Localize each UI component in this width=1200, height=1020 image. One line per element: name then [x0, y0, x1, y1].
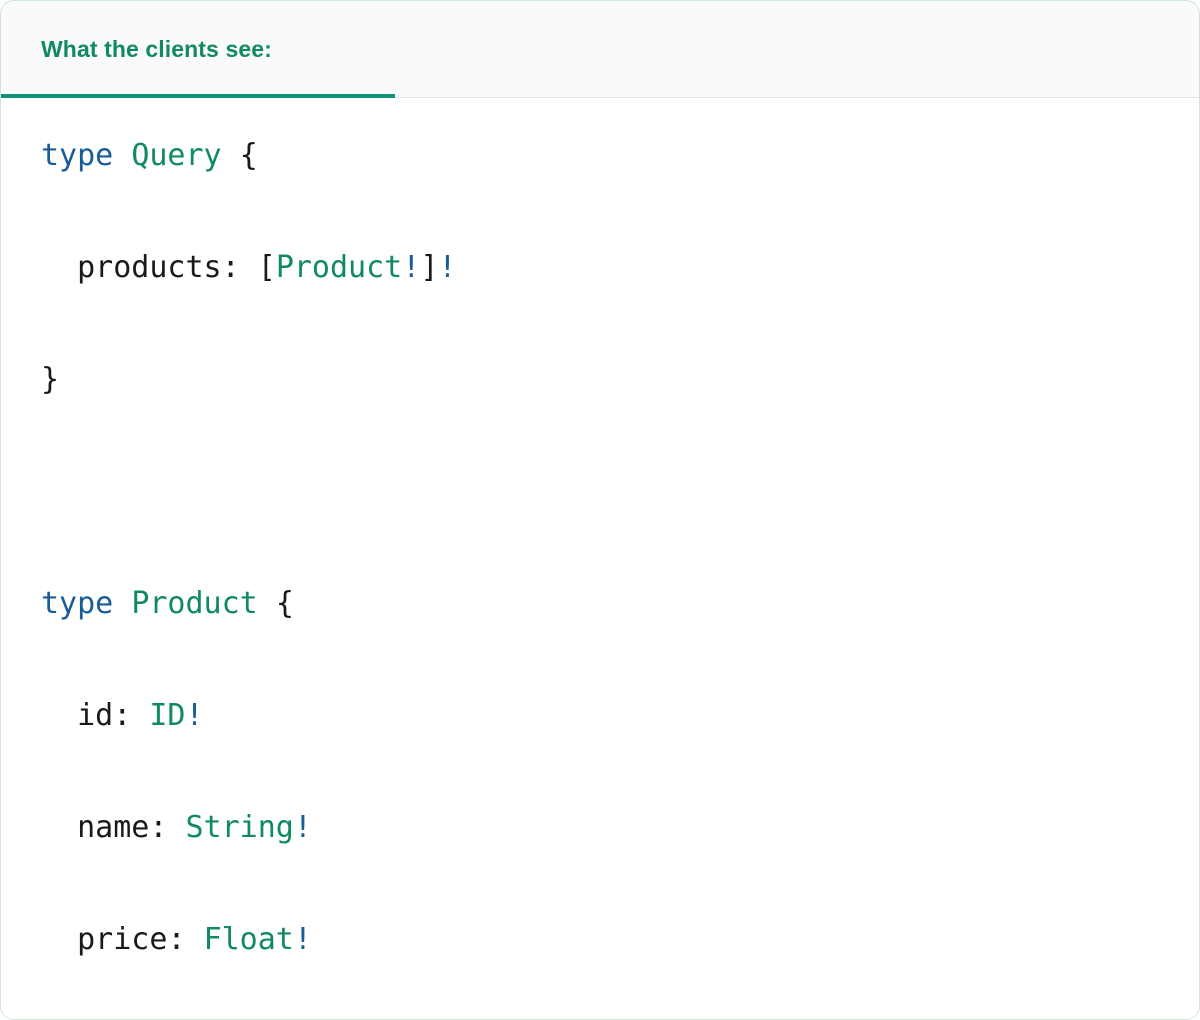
active-tab-indicator [1, 94, 395, 98]
code-line: id: ID! [41, 688, 1159, 744]
code-token-kw: type [41, 586, 114, 621]
code-line: type Query { [41, 128, 1159, 184]
code-token-type: Product [131, 586, 258, 621]
code-token-punc: [ [257, 250, 276, 285]
code-token-kw: type [41, 138, 114, 173]
code-token-plain [41, 810, 77, 845]
graphql-schema-code[interactable]: type Query { products: [Product!]! } typ… [41, 128, 1159, 1019]
code-token-punc: { [275, 586, 294, 621]
code-token-bang: ! [185, 698, 204, 733]
code-token-type: Float [203, 922, 294, 957]
code-token-type: ID [149, 698, 186, 733]
code-token-type: String [185, 810, 294, 845]
code-line: price: Float! [41, 912, 1159, 968]
code-token-punc: : [167, 922, 204, 957]
code-lines: type Query { products: [Product!]! } typ… [41, 128, 1159, 1019]
code-token-plain [258, 586, 276, 621]
code-token-field: name [77, 810, 150, 845]
code-token-punc: : [113, 698, 150, 733]
code-token-field: id [77, 698, 114, 733]
code-token-punc: ] [420, 250, 439, 285]
code-token-plain [113, 138, 131, 173]
code-token-bang: ! [293, 922, 312, 957]
code-token-plain [41, 250, 77, 285]
code-line: products: [Product!]! [41, 240, 1159, 296]
code-token-punc: : [149, 810, 186, 845]
code-token-bang: ! [402, 250, 421, 285]
code-token-bang: ! [293, 810, 312, 845]
code-token-type: Query [131, 138, 222, 173]
code-token-plain [113, 586, 131, 621]
code-token-field: products [77, 250, 222, 285]
code-token-plain [41, 698, 77, 733]
tab-label: What the clients see: [41, 35, 272, 62]
tab-what-the-clients-see[interactable]: What the clients see: [1, 1, 395, 98]
code-token-plain [41, 922, 77, 957]
tab-bar: What the clients see: [1, 1, 1199, 98]
code-area: type Query { products: [Product!]! } typ… [1, 98, 1199, 1019]
code-token-bang: ! [438, 250, 457, 285]
code-line: } [41, 352, 1159, 408]
code-token-field: price [77, 922, 168, 957]
code-line: type Product { [41, 576, 1159, 632]
code-token-plain [222, 138, 240, 173]
code-token-punc: } [41, 362, 60, 397]
code-token-type: Product [275, 250, 403, 285]
code-line [41, 464, 1159, 520]
code-token-punc: { [239, 138, 258, 173]
code-token-punc: : [221, 250, 258, 285]
code-line: name: String! [41, 800, 1159, 856]
